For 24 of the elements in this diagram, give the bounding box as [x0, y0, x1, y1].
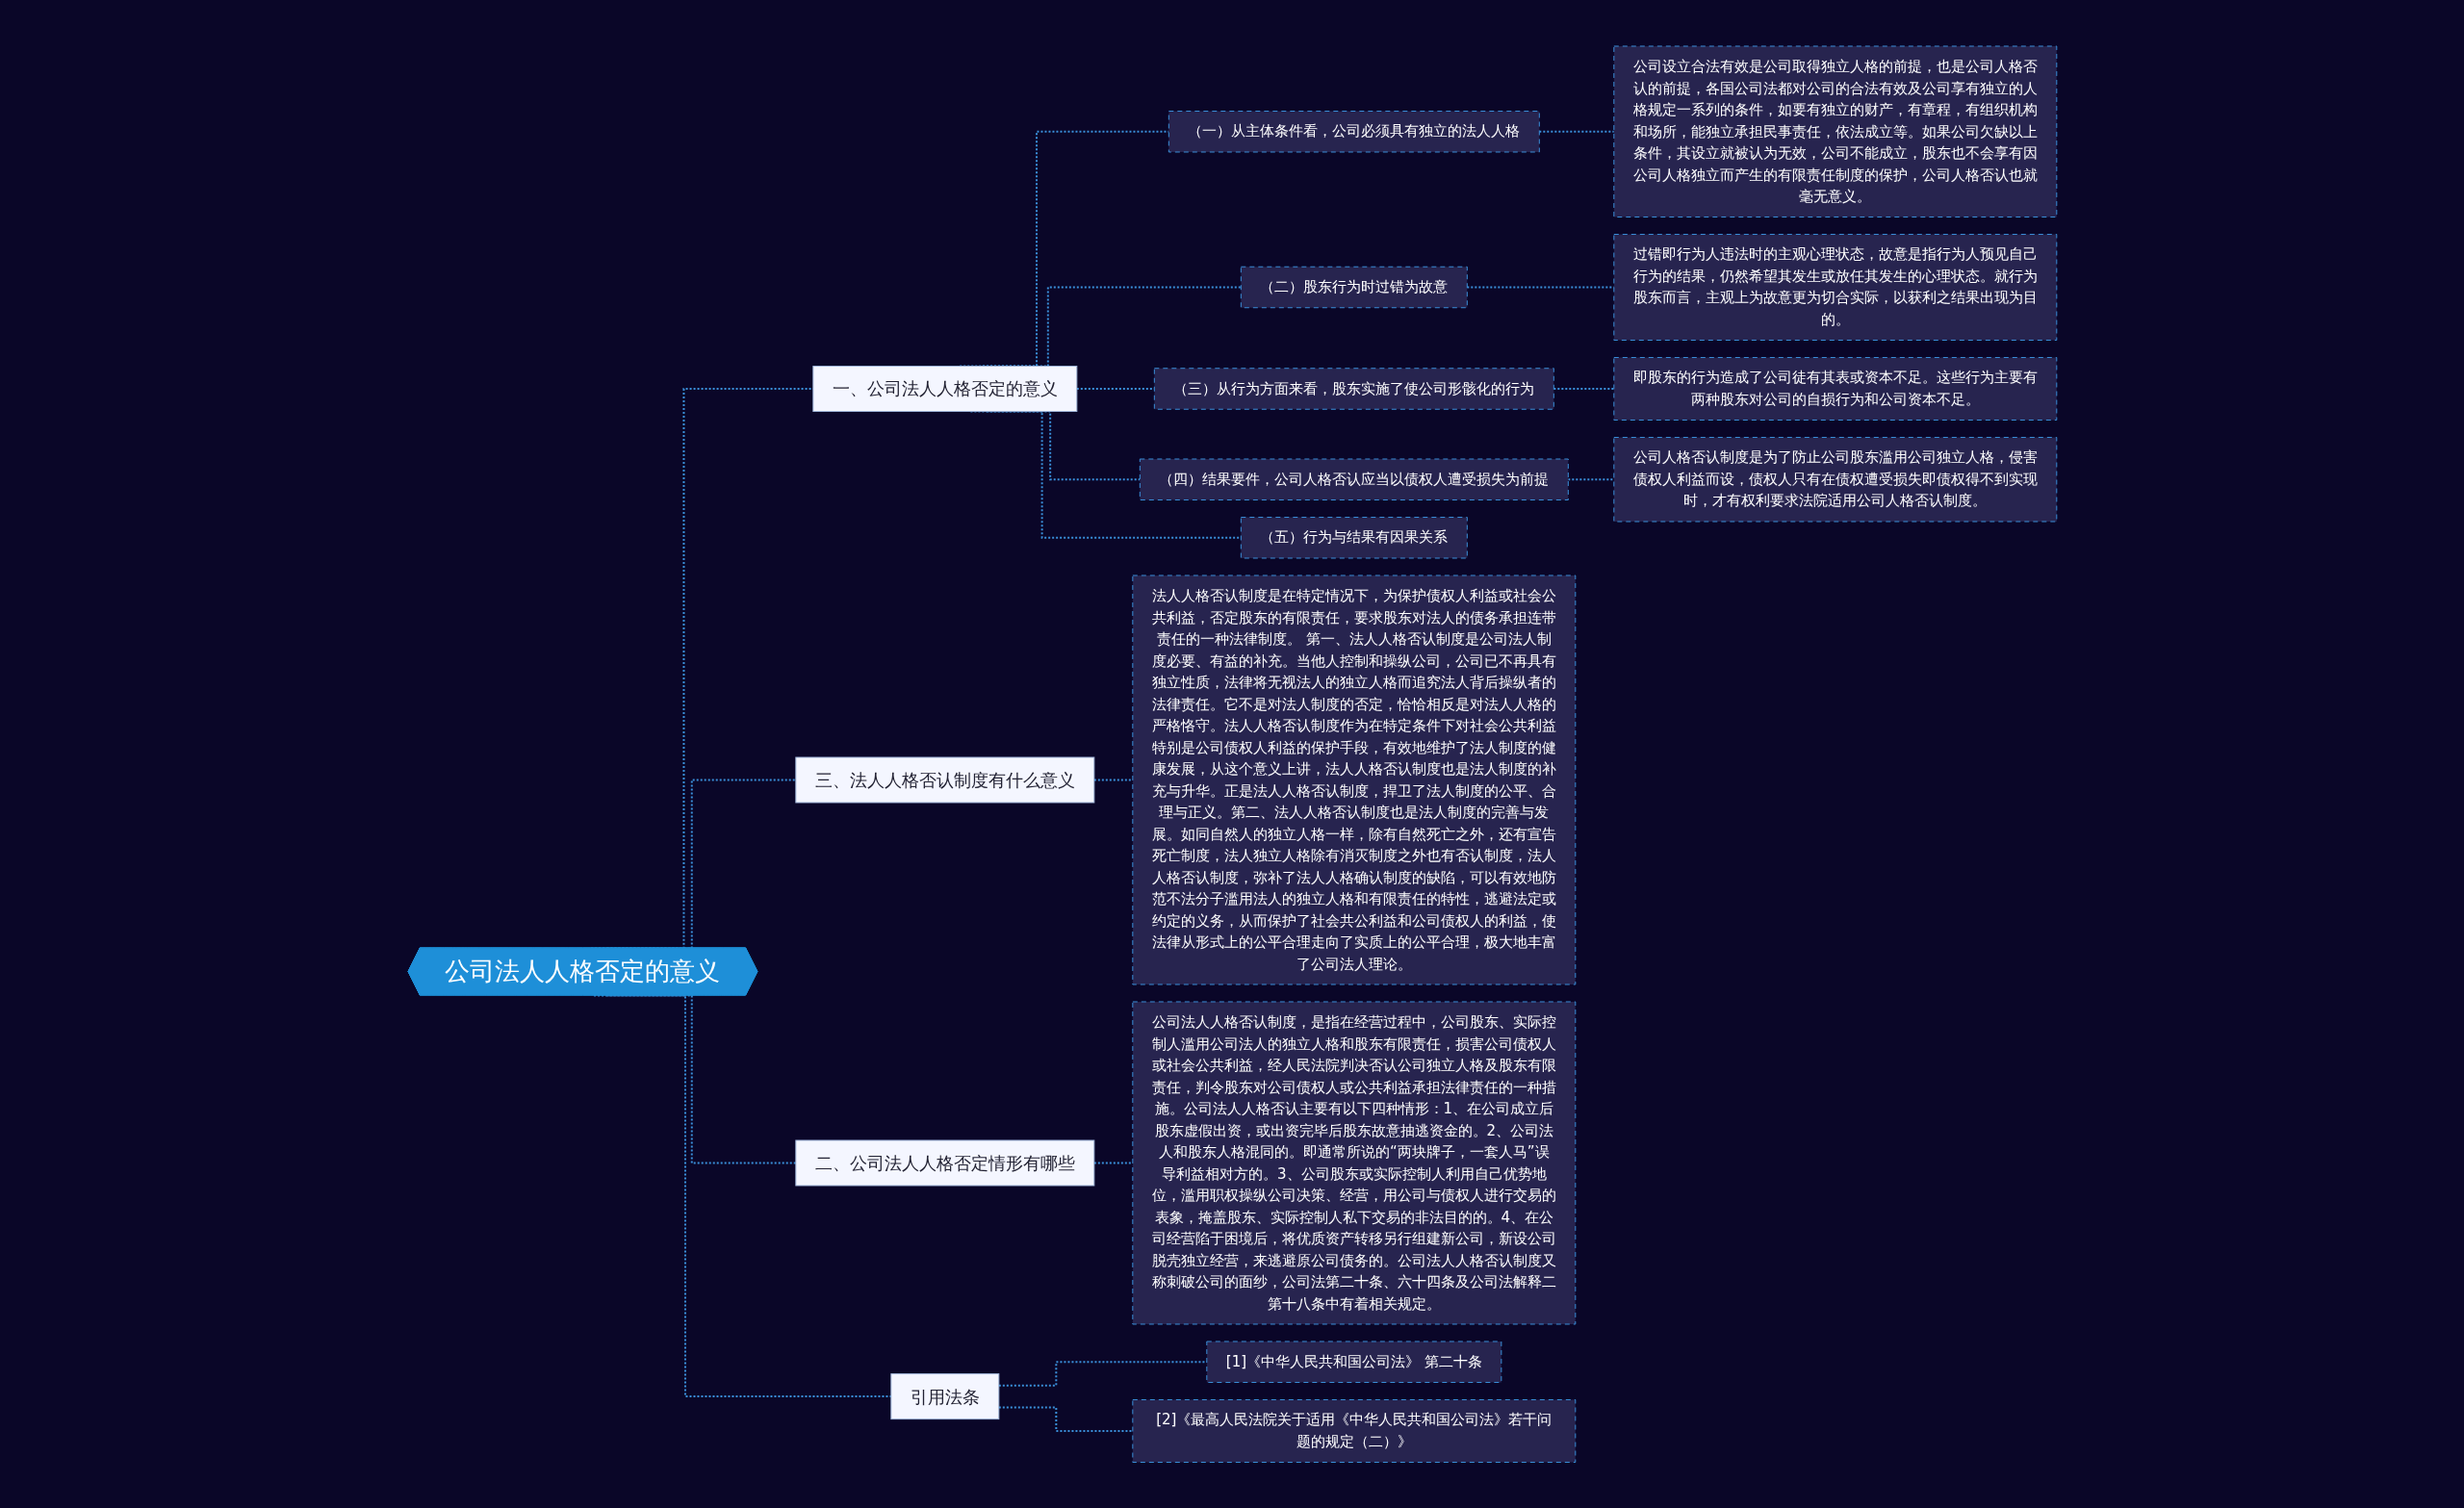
connector — [1566, 478, 1615, 480]
node-box: 三、法人人格否认制度有什么意义 — [794, 756, 1094, 804]
connector — [1092, 779, 1134, 781]
node-box: （二）股东行为时过错为故意 — [1240, 266, 1468, 308]
node-box: （一）从主体条件看，公司必须具有独立的法人人格 — [1168, 110, 1540, 153]
node-box: 引用法条 — [889, 1372, 999, 1419]
node-box: 公司法人人格否认制度，是指在经营过程中，公司股东、实际控制人滥用公司法人的独立人格和股东有限责任，损害公司债权人或社会公共利益，经人民法院判决否认公司独立人格及股东有限责任，判令股东对公司债权人或公共利益承担法律责任的一种措施。公司法人人格否认主要有以下四种情形：1、在公司成立后股东虚假出资，或出资完毕后股东故意抽逃资金的。2、公司法人和股东人格混同的。即通常所说的“两块牌子，一套人马”误导利益相对方的。3、公司股东或实际控制人利用自己优势地位，滥用职权操纵公司决策、经营，用公司与债权人进行交易的表象，掩盖股东、实际控制人私下交易的非法目的的。4、在公司经营陷于困境后，将优质资产转移另行组建新公司，新设公司脱壳独立经营，来逃避原公司债务的。公司法人人格否认制度又称刺破公司的面纱，公司法第二十条、六十四条及公司法解释二第十八条中有着相关规定。 — [1131, 1001, 1576, 1325]
connector — [1552, 387, 1615, 390]
node-box: [2]《最高人民法院关于适用《中华人民共和国公司法》若干问题的规定（二）》 — [1131, 1398, 1576, 1463]
node-box: 公司设立合法有效是公司取得独立人格的前提，也是公司人格否认的前提，各国公司法都对公司的合法有效及公司享有独立的人格规定一系列的条件，如要有独立的财产，有章程，有组织机构和场所，能独立承担民事责任，依法成立等。如果公司欠缺以上条件，其设立就被认为无效，公司不能成立，股东也不会享有因公司人格独立而产生的有限责任制度的保护，公司人格否认也就毫无意义。 — [1612, 45, 2057, 217]
connector — [1092, 1162, 1134, 1164]
connector — [1465, 286, 1615, 289]
connector — [997, 1406, 1134, 1432]
node-box: [1]《中华人民共和国公司法》 第二十条 — [1205, 1341, 1502, 1383]
node-box: 二、公司法人人格否定情形有哪些 — [794, 1139, 1094, 1187]
node-box: 法人人格否认制度是在特定情况下，为保护债权人利益或社会公共利益，否定股东的有限责任，要求股东对法人的债务承担连带责任的一种法律制度。 第一、法人人格否认制度是公司法人制度必要、有益的补充。当他人控制和操纵公司，公司已不再具有独立性质，法律将无视法人的独立人格而追究法人背后操纵者的法律责任。它不是对法人制度的否定，恰恰相反是对法人人格的严格恪守。法人人格否认制度作为在特定条件下对社会公共利益特别是公司债权人利益的保护手段，有效地维护了法人制度的健康发展，从这个意义上讲，法人人格否认制度也是法人制度的补充与升华。正是法人人格否认制度，捍卫了法人制度的公平、合理与正义。第二、法人人格否认制度也是法人制度的完善与发展。如同自然人的独立人格一样，除有自然死亡之外，还有宣告死亡制度，法人独立人格除有消灭制度之外也有否认制度，法人人格否认制度，弥补了法人人格确认制度的缺陷，可以有效地防范不法分子滥用法人的独立人格和有限责任的特性，逃避法定或约定的义务，从而保护了社会共公利益和公司债权人的利益，使法律从形式上的公平合理走向了实质上的公平合理，极大地丰富了公司法人理论。 — [1131, 575, 1576, 985]
node-box: 即股东的行为造成了公司徒有其表或资本不足。这些行为主要有两种股东对公司的自损行为和公司资本不足。 — [1612, 356, 2057, 421]
node-box: （五）行为与结果有因果关系 — [1240, 516, 1468, 559]
connector — [1075, 387, 1155, 390]
node-box: 过错即行为人违法时的主观心理状态，故意是指行为人预见自己行为的结果，仍然希望其发生或放任其发生的心理状态。就行为股东而言，主观上为故意更为切合实际，以获利之结果出现为目的。 — [1612, 233, 2057, 341]
node-box: 一、公司法人人格否定的意义 — [811, 365, 1077, 412]
node-box: （三）从行为方面来看，股东实施了使公司形骸化的行为 — [1153, 368, 1554, 410]
node-box: 公司人格否认制度是为了防止公司股东滥用公司独立人格，侵害债权人利益而设，债权人只有在债权遭受损失即债权得不到实现时，才有权利要求法院适用公司人格否认制度。 — [1612, 436, 2057, 523]
node-box: （四）结果要件，公司人格否认应当以债权人遭受损失为前提 — [1139, 458, 1569, 500]
